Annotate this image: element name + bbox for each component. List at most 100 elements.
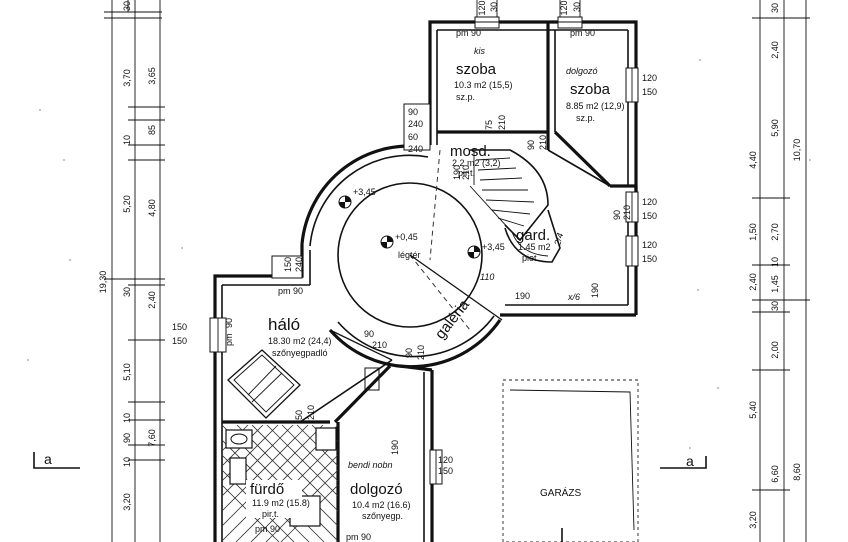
svg-text:pm 90: pm 90 <box>278 286 303 296</box>
room-szoba2: dolgozó szoba 8.85 m2 (12,9) sz.p. <box>566 66 625 123</box>
svg-text:8.85 m2 (12,9): 8.85 m2 (12,9) <box>566 101 625 111</box>
svg-text:240: 240 <box>408 119 423 129</box>
dim-r-2-40a: 2,40 <box>770 41 780 59</box>
dim-2-40: 2,40 <box>147 291 157 309</box>
dim-top-120b: 120 <box>559 0 569 15</box>
top-dimension-ticks: 30 120 30 120 30 <box>104 0 582 22</box>
room-gard: gard. 1.45 m2 piet. <box>516 227 551 263</box>
dim-10c: 10 <box>122 457 132 467</box>
room-garazs: GARÁZS <box>540 486 581 499</box>
svg-text:240: 240 <box>294 257 304 272</box>
right-dimension-lines <box>752 0 810 542</box>
dim-5-20: 5,20 <box>122 195 132 213</box>
svg-text:dolgozó: dolgozó <box>350 481 403 498</box>
svg-text:210: 210 <box>622 205 632 220</box>
dim-r-3-20: 3,20 <box>748 511 758 529</box>
svg-text:szőnyegpadló: szőnyegpadló <box>272 348 328 358</box>
svg-text:10.4 m2 (16.6): 10.4 m2 (16.6) <box>352 500 411 510</box>
room-mosd: mosd. 2.2 m2 (3,2) pir.t. <box>450 143 501 178</box>
svg-text:pir.t.: pir.t. <box>262 509 279 519</box>
svg-text:150: 150 <box>642 87 657 97</box>
halo-closet <box>364 367 380 391</box>
dim-10b: 10 <box>122 413 132 423</box>
svg-text:a: a <box>44 451 52 467</box>
svg-text:2/4: 2/4 <box>552 232 565 248</box>
dim-top-30b: 30 <box>572 2 582 12</box>
opening-labels: pm 90 pm 90 pm 90 pm 90 pm 90 pm 90 120 … <box>172 28 657 542</box>
svg-text:pm: pm <box>224 333 234 346</box>
svg-text:+0,45: +0,45 <box>395 232 418 242</box>
right-dimension-texts: 30 2,40 5,90 4,40 10,70 2,70 1,50 1,45 1… <box>748 3 802 529</box>
svg-text:18.30 m2 (24,4): 18.30 m2 (24,4) <box>268 336 332 346</box>
dim-3-70: 3,70 <box>122 69 132 87</box>
svg-text:pm 90: pm 90 <box>346 532 371 542</box>
dim-top-120: 120 <box>477 0 487 15</box>
dim-r-8-60: 8,60 <box>792 463 802 481</box>
dim-85: 85 <box>147 125 157 135</box>
svg-text:1.45 m2: 1.45 m2 <box>518 242 551 252</box>
svg-text:150: 150 <box>172 336 187 346</box>
dim-r-2-40b: 2,40 <box>748 273 758 291</box>
windows-lower <box>209 103 443 485</box>
svg-text:kis: kis <box>474 46 485 56</box>
dim-r-2-70: 2,70 <box>770 223 780 241</box>
svg-text:sz.p.: sz.p. <box>456 92 475 102</box>
svg-text:210: 210 <box>497 115 507 130</box>
svg-text:2.2 m2 (3,2): 2.2 m2 (3,2) <box>452 158 501 168</box>
dim-3-65: 3,65 <box>147 67 157 85</box>
dim-r-5-40: 5,40 <box>748 401 758 419</box>
dim-r-10: 10 <box>770 257 780 267</box>
svg-text:210: 210 <box>538 135 548 150</box>
svg-text:szoba: szoba <box>456 61 497 78</box>
svg-text:háló: háló <box>268 315 300 334</box>
svg-text:90: 90 <box>612 210 622 220</box>
svg-text:x/6: x/6 <box>567 292 580 302</box>
scan-dust <box>27 59 811 449</box>
svg-text:210: 210 <box>372 340 387 350</box>
left-dimension-lines <box>104 0 165 542</box>
svg-text:90: 90 <box>404 348 414 358</box>
room-szoba1: kis szoba 10.3 m2 (15,5) sz.p. <box>454 46 513 102</box>
svg-text:120: 120 <box>642 240 657 250</box>
svg-text:légtér: légtér <box>398 250 421 260</box>
svg-text:+3,45: +3,45 <box>353 187 376 197</box>
dim-4-80: 4,80 <box>147 199 157 217</box>
dim-30a: 30 <box>122 287 132 297</box>
svg-text:210: 210 <box>416 345 426 360</box>
section-marker-right: a <box>660 453 707 469</box>
svg-text:pm 90: pm 90 <box>456 28 481 38</box>
svg-text:150: 150 <box>642 254 657 264</box>
bed <box>227 349 301 419</box>
svg-text:190: 190 <box>390 440 400 455</box>
dim-r-30-top: 30 <box>770 3 780 13</box>
svg-text:galéria: galéria <box>432 296 474 342</box>
svg-text:90: 90 <box>364 329 374 339</box>
svg-text:fürdő: fürdő <box>250 481 284 498</box>
handwritten-notes: 110 x/6 2/4 <box>480 232 580 302</box>
svg-text:190: 190 <box>515 291 530 301</box>
svg-text:gard.: gard. <box>516 227 550 244</box>
svg-text:a: a <box>686 453 694 469</box>
svg-text:150: 150 <box>172 322 187 332</box>
svg-text:mosd.: mosd. <box>450 143 491 160</box>
dim-r-30: 30 <box>770 301 780 311</box>
svg-text:pm 90: pm 90 <box>255 524 280 534</box>
dim-r-2-00: 2,00 <box>770 341 780 359</box>
svg-text:dolgozó: dolgozó <box>566 66 598 76</box>
stairs <box>469 149 549 242</box>
svg-text:120: 120 <box>642 73 657 83</box>
room-galeria: galéria <box>432 296 474 342</box>
svg-text:150: 150 <box>642 211 657 221</box>
dim-7-60: 7,60 <box>147 429 157 447</box>
svg-text:190: 190 <box>590 283 600 298</box>
svg-text:50: 50 <box>294 410 304 420</box>
dim-r-5-90: 5,90 <box>770 119 780 137</box>
svg-text:piet.: piet. <box>522 253 539 263</box>
dim-r-1-50: 1,50 <box>748 223 758 241</box>
room-halo: háló 18.30 m2 (24,4) szőnyegpadló <box>268 315 332 358</box>
svg-text:120: 120 <box>438 455 453 465</box>
svg-text:75: 75 <box>484 120 494 130</box>
dim-3-20: 3,20 <box>122 493 132 511</box>
dim-r-10-70: 10,70 <box>792 139 802 162</box>
svg-text:190: 190 <box>452 165 462 180</box>
